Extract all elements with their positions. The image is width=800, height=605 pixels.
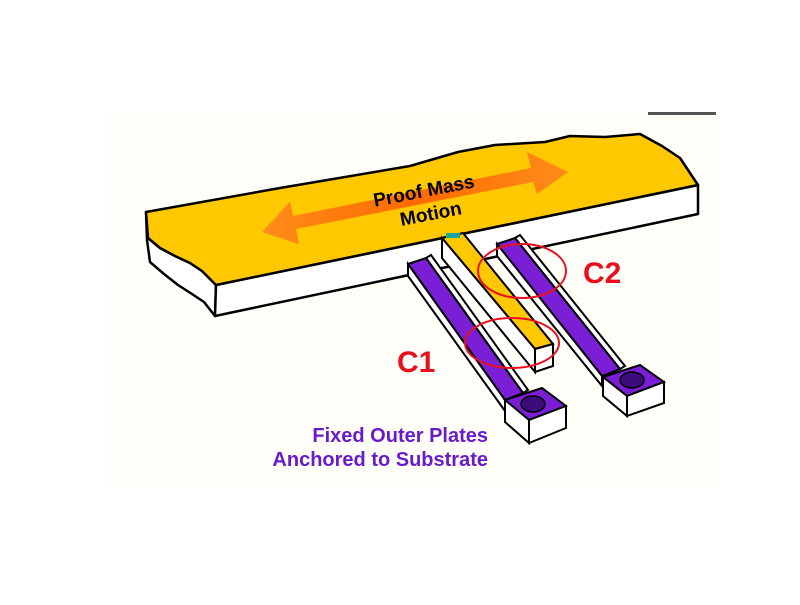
fixed-plate-c1 <box>406 253 569 446</box>
proof-mass-finger <box>440 231 555 375</box>
finger-tip-marker <box>446 233 460 238</box>
capacitor-c2-label: C2 <box>583 257 621 290</box>
plates-label-line2: Anchored to Substrate <box>272 449 488 471</box>
capacitor-c1-circle <box>464 317 560 369</box>
capacitor-c2-circle <box>477 243 567 299</box>
anchor-c2-side <box>626 380 665 418</box>
motion-arrow-shape <box>262 152 568 244</box>
anchor-c1-hole <box>520 395 546 413</box>
capacitor-c1-label: C1 <box>397 346 435 379</box>
plates-label-line1: Fixed Outer Plates <box>312 425 488 447</box>
panel-top-edge <box>648 112 716 115</box>
fixed-plate-c2 <box>495 233 667 419</box>
anchor-c2-hole <box>619 371 645 389</box>
anchor-c1-side <box>528 404 567 445</box>
